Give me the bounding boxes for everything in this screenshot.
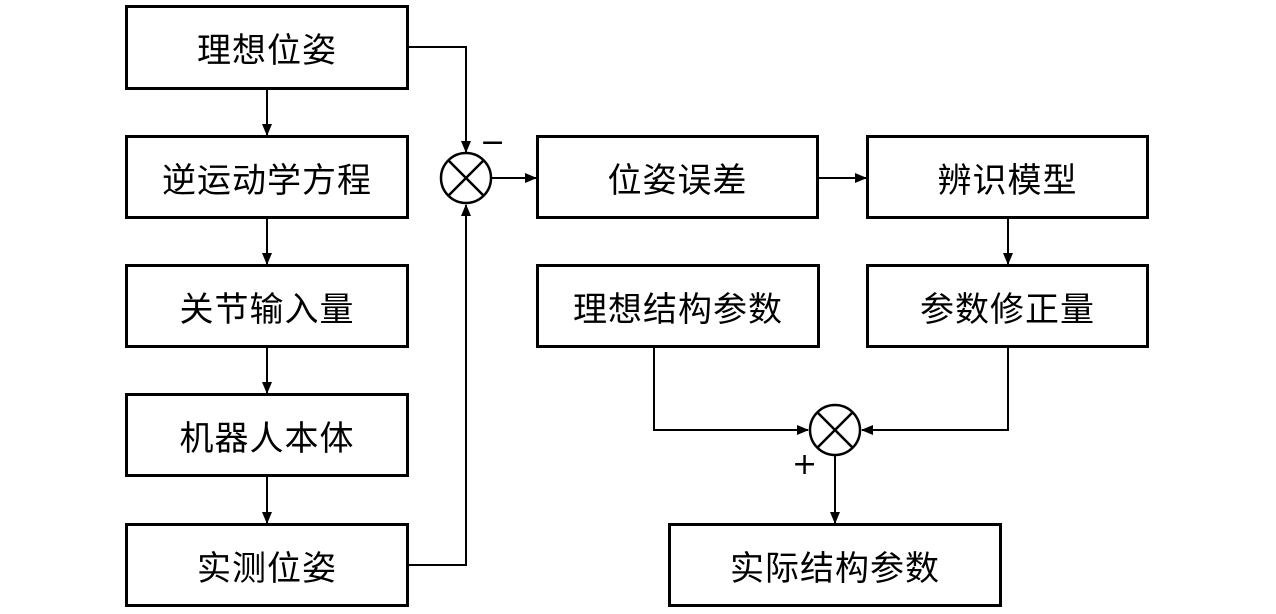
summing-junction-pose	[439, 151, 493, 205]
param-correction-box: 参数修正量	[866, 264, 1149, 348]
minus-sign: −	[480, 125, 506, 160]
plus-sign: +	[792, 447, 818, 482]
ideal-pose-box: 理想位姿	[125, 5, 409, 90]
measured-pose-box: 实测位姿	[125, 523, 409, 607]
arrow-ideal-to-junction	[408, 46, 471, 153]
actual-structure-params-box: 实际结构参数	[668, 523, 1002, 607]
arrow-correction-to-junction	[861, 347, 1009, 435]
ideal-structure-params-box: 理想结构参数	[536, 264, 820, 348]
arrow-ideal-params-to-junction	[653, 347, 809, 435]
summing-junction-params	[808, 403, 862, 457]
inverse-kinematics-box: 逆运动学方程	[125, 135, 409, 219]
joint-input-box: 关节输入量	[125, 264, 409, 348]
robot-body-box: 机器人本体	[125, 393, 409, 477]
arrow-measured-to-junction	[408, 204, 471, 566]
identification-model-box: 辨识模型	[866, 135, 1149, 219]
pose-error-box: 位姿误差	[536, 135, 819, 219]
